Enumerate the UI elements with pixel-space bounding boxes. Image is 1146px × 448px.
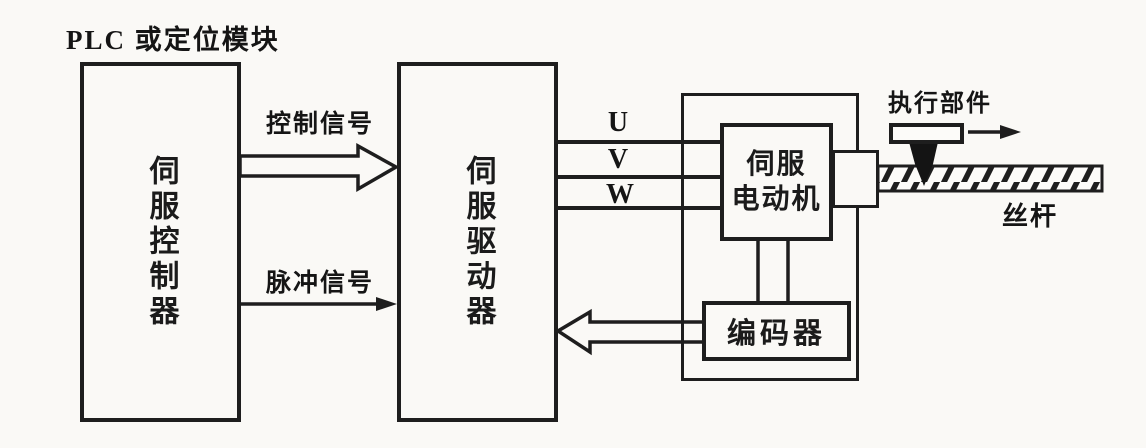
actuator-pin: [909, 142, 938, 186]
servo-driver-box: 伺服驱动器: [397, 62, 558, 422]
phase-w-label: W: [606, 179, 634, 210]
phase-v-label: V: [607, 144, 629, 175]
servo-controller-label: 伺服控制器: [144, 154, 178, 330]
lead-screw-hatch: [876, 164, 1104, 193]
control-signal-label: 控制信号: [265, 111, 374, 138]
pulse-signal-label: 脉冲信号: [265, 270, 374, 297]
lead-screw-label: 丝杆: [1001, 202, 1058, 231]
encoder-label: 编码器: [726, 318, 826, 350]
servo-motor-box: 伺服 电动机: [720, 123, 833, 241]
servo-driver-label: 伺服驱动器: [461, 154, 495, 330]
pulse-signal-arrowhead: [376, 297, 397, 311]
motion-arrowhead: [1000, 125, 1021, 139]
actuator-slider-block: [889, 123, 964, 144]
motor-encoder-enclosure: [681, 93, 859, 381]
servo-motor-label: 伺服 电动机: [731, 149, 822, 215]
actuator-label: 执行部件: [888, 91, 992, 117]
phase-u-label: U: [607, 107, 629, 138]
shaft-coupling-box: [832, 150, 879, 208]
servo-controller-box: 伺服控制器: [80, 62, 241, 422]
encoder-box: 编码器: [702, 301, 851, 361]
feedback-arrow: [554, 308, 706, 356]
control-signal-arrow: [238, 143, 400, 193]
plc-module-label: PLC 或定位模块: [66, 25, 280, 55]
